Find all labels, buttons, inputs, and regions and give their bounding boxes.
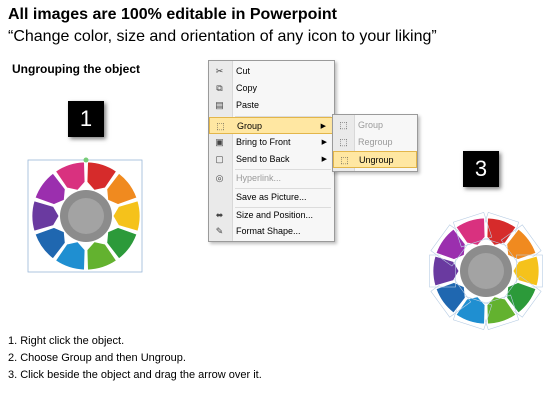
submenu-item-ungroup[interactable]: ⬚ Ungroup	[333, 151, 417, 168]
instruction-list: 1. Right click the object. 2. Choose Gro…	[8, 333, 262, 384]
group-icon: ⬚	[216, 121, 225, 131]
ring-segment[interactable]	[506, 228, 537, 260]
menu-item-cut[interactable]: ✂ Cut	[209, 63, 334, 80]
menu-item-label: Bring to Front	[236, 137, 291, 147]
ring-segment[interactable]	[55, 161, 86, 191]
ring-hub-inner	[468, 253, 504, 289]
bring-to-front-icon: ▣	[215, 137, 224, 147]
menu-item-label: Size and Position...	[236, 210, 314, 220]
ring-segment[interactable]	[34, 172, 66, 205]
ring-segment[interactable]	[432, 255, 460, 287]
submenu-arrow-icon: ▶	[321, 139, 327, 146]
format-shape-icon: ✎	[215, 226, 224, 236]
page-subtitle: “Change color, size and orientation of a…	[8, 28, 437, 45]
menu-item-label: Ungroup	[359, 155, 394, 165]
submenu-item-regroup[interactable]: ⬚ Regroup	[333, 134, 417, 151]
ring-segment[interactable]	[112, 200, 141, 232]
segment-ring-grouped[interactable]	[24, 152, 148, 276]
instruction-step-3: 3. Click beside the object and drag the …	[8, 369, 262, 381]
copy-icon: ⧉	[216, 83, 223, 93]
ring-segment[interactable]	[34, 227, 66, 260]
ring-segment[interactable]	[106, 227, 138, 260]
menu-item-format-shape[interactable]: ✎ Format Shape...	[209, 223, 334, 240]
menu-item-label: Paste	[236, 100, 260, 110]
ring-segment[interactable]	[106, 172, 138, 205]
menu-item-size-and-position[interactable]: ⬌ Size and Position...	[209, 207, 334, 224]
instruction-step-2: 2. Choose Group and then Ungroup.	[8, 352, 186, 364]
menu-item-paste[interactable]: ▤ Paste	[209, 97, 334, 114]
menu-item-hyperlink[interactable]: ◎ Hyperlink...	[209, 170, 334, 187]
section-title: Ungrouping the object	[12, 62, 140, 76]
menu-item-label: Group	[237, 121, 263, 131]
menu-item-copy[interactable]: ⧉ Copy	[209, 80, 334, 97]
menu-item-label: Cut	[236, 66, 251, 76]
menu-item-label: Format Shape...	[236, 226, 301, 236]
menu-separator	[235, 169, 331, 170]
group-icon: ⬚	[339, 120, 348, 130]
menu-item-label: Group	[358, 120, 384, 130]
submenu-item-group[interactable]: ⬚ Group	[333, 117, 417, 134]
scissors-icon: ✂	[215, 66, 224, 76]
ring-segment[interactable]	[486, 296, 517, 325]
ring-hub-inner	[68, 198, 104, 234]
context-menu: ✂ Cut ⧉ Copy ▤ Paste ⬚ Group ▶ ▣ Bring t…	[208, 60, 335, 242]
size-position-icon: ⬌	[215, 210, 224, 220]
step-badge-3: 3	[463, 151, 499, 187]
menu-separator	[235, 188, 331, 189]
ring-segment[interactable]	[435, 282, 466, 314]
send-to-back-icon: ▢	[215, 154, 224, 164]
regroup-icon: ⬚	[339, 137, 348, 147]
segment-ring-ungrouped[interactable]	[422, 210, 550, 332]
step-badge-1: 1	[68, 101, 104, 137]
menu-item-save-as-picture[interactable]: Save as Picture...	[209, 189, 334, 206]
ring-segment[interactable]	[455, 217, 486, 246]
menu-item-label: Save as Picture...	[236, 192, 307, 202]
menu-item-bring-to-front[interactable]: ▣ Bring to Front ▶	[209, 134, 334, 151]
menu-item-label: Send to Back	[236, 154, 290, 164]
ungroup-icon: ⬚	[340, 155, 349, 165]
menu-icon-strip	[209, 61, 233, 241]
ring-segment[interactable]	[86, 161, 117, 191]
menu-item-group[interactable]: ⬚ Group ▶	[209, 117, 334, 134]
group-submenu: ⬚ Group ⬚ Regroup ⬚ Ungroup	[332, 114, 418, 172]
ring-segment[interactable]	[31, 200, 60, 232]
paste-icon: ▤	[215, 100, 224, 110]
segment-selection-box	[452, 211, 493, 248]
ring-segment[interactable]	[86, 241, 117, 271]
page-title: All images are 100% editable in Powerpoi…	[8, 6, 337, 23]
menu-item-send-to-back[interactable]: ▢ Send to Back ▶	[209, 151, 334, 168]
hyperlink-icon: ◎	[215, 173, 224, 183]
menu-separator	[235, 116, 331, 117]
ring-segment[interactable]	[512, 255, 540, 287]
menu-separator	[235, 207, 331, 208]
ring-segment[interactable]	[55, 241, 86, 271]
ring-segment[interactable]	[455, 296, 486, 325]
rotation-handle	[83, 157, 89, 163]
instruction-step-1: 1. Right click the object.	[8, 335, 125, 347]
submenu-arrow-icon: ▶	[321, 156, 327, 163]
menu-item-label: Regroup	[358, 137, 393, 147]
ring-segment[interactable]	[486, 217, 517, 246]
menu-item-label: Copy	[236, 83, 258, 93]
submenu-arrow-icon: ▶	[320, 123, 326, 130]
menu-item-label: Hyperlink...	[236, 173, 282, 183]
